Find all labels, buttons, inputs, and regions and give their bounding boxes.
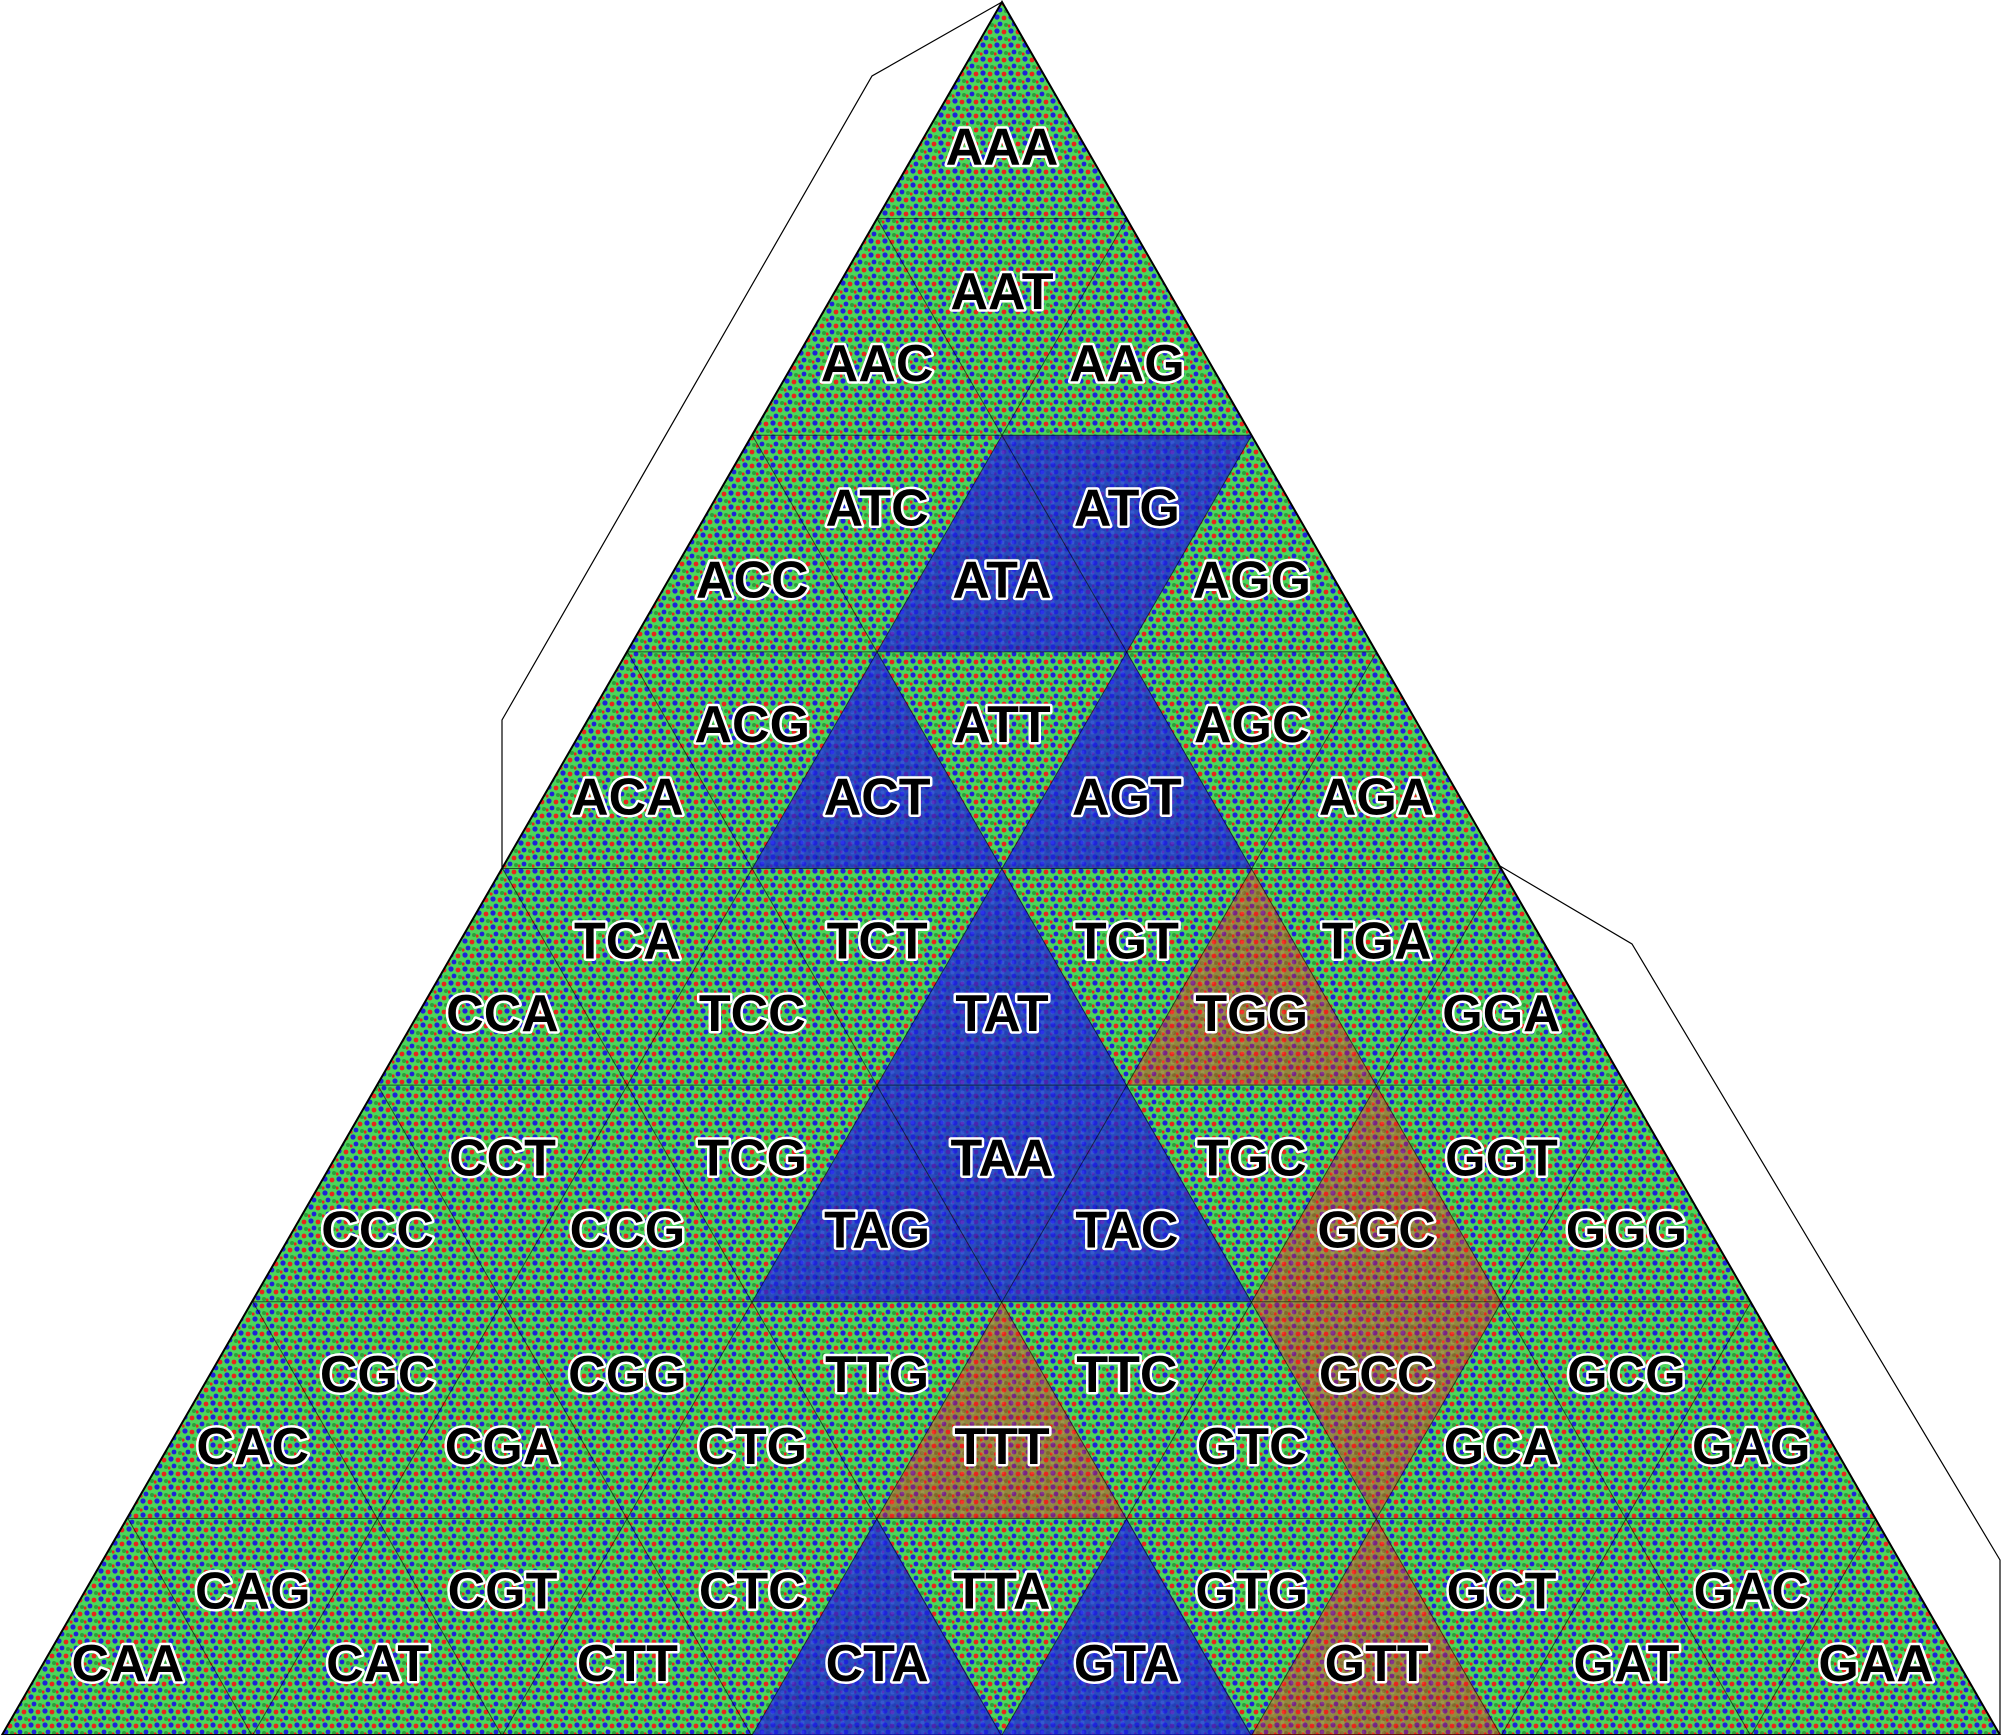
codon-label-ctt: CTT bbox=[577, 1635, 678, 1693]
codon-label-ata: ATA bbox=[952, 552, 1051, 610]
blue-region bbox=[1002, 435, 1252, 652]
codon-label-gcc: GCC bbox=[1319, 1346, 1435, 1404]
codon-label-caa: CAA bbox=[72, 1635, 185, 1693]
blue-region bbox=[1002, 1085, 1252, 1302]
codon-label-atc: ATC bbox=[826, 479, 929, 537]
codon-label-tgg: TGG bbox=[1195, 985, 1308, 1043]
codon-label-cag: CAG bbox=[195, 1563, 311, 1621]
codon-labels: AAA AAT AAC AAG ATC ATG ACC ATA AGG ACG ATT AGC ACA A… bbox=[69, 116, 1936, 1695]
codon-label-ggg: GGG bbox=[1566, 1202, 1687, 1260]
blue-region bbox=[752, 1085, 1002, 1302]
blue-region bbox=[1002, 651, 1252, 869]
grid-line bbox=[1750, 1518, 1877, 1735]
blue-region bbox=[752, 1518, 1002, 1735]
red-region bbox=[1251, 1301, 1502, 1519]
codon-label-gga: GGA bbox=[1442, 985, 1560, 1043]
codon-label-ccc: CCC bbox=[321, 1202, 434, 1260]
codon-label-tat: TAT bbox=[955, 985, 1049, 1043]
codon-label-atg: ATG bbox=[1074, 479, 1180, 537]
codon-label-gct: GCT bbox=[1447, 1563, 1557, 1621]
codon-label-tca: TCA bbox=[574, 913, 681, 971]
codon-label-ttg: TTG bbox=[825, 1346, 929, 1404]
codon-label-ctc: CTC bbox=[699, 1563, 806, 1621]
codon-label-tta: TTA bbox=[953, 1563, 1050, 1621]
codon-label-tac: TAC bbox=[1075, 1202, 1178, 1260]
red-region bbox=[1126, 868, 1377, 1086]
grid-line bbox=[1501, 1301, 1752, 1735]
grid-line bbox=[1251, 1084, 1627, 1735]
codon-label-cgt: CGT bbox=[448, 1563, 558, 1621]
codon-label-cca: CCA bbox=[446, 985, 559, 1043]
codon-label-tag: TAG bbox=[824, 1202, 930, 1260]
codon-label-tgt: TGT bbox=[1075, 913, 1179, 971]
codon-label-aag: AAG bbox=[1069, 335, 1185, 393]
codon-label-gcg: GCG bbox=[1567, 1346, 1685, 1404]
codon-label-tga: TGA bbox=[1322, 913, 1432, 971]
codon-label-ttc: TTC bbox=[1076, 1346, 1177, 1404]
codon-label-gaa: GAA bbox=[1818, 1635, 1934, 1693]
codon-label-cga: CGA bbox=[445, 1418, 561, 1476]
grid-line bbox=[127, 1518, 253, 1735]
codon-label-ggc: GGC bbox=[1317, 1202, 1435, 1260]
codon-label-tct: TCT bbox=[827, 913, 928, 971]
grid-line bbox=[377, 1084, 752, 1735]
codon-label-aac: AAC bbox=[821, 335, 934, 393]
codon-label-gtc: GTC bbox=[1197, 1418, 1307, 1476]
codon-label-ggt: GGT bbox=[1445, 1129, 1558, 1187]
codon-label-gca: GCA bbox=[1444, 1418, 1560, 1476]
codon-label-agg: AGG bbox=[1193, 552, 1311, 610]
red-region bbox=[1251, 1085, 1502, 1302]
codon-label-aga: AGA bbox=[1319, 768, 1435, 826]
grid-line bbox=[626, 651, 1252, 1735]
blue-region bbox=[877, 435, 1127, 652]
codon-label-aaa: AAA bbox=[946, 118, 1059, 176]
codon-label-gat: GAT bbox=[1573, 1635, 1679, 1693]
codon-label-tcc: TCC bbox=[699, 985, 806, 1043]
color-blobs bbox=[752, 435, 1502, 1735]
codon-label-ccg: CCG bbox=[570, 1202, 686, 1260]
blue-region bbox=[1002, 1518, 1252, 1735]
codon-label-cat: CAT bbox=[326, 1635, 429, 1693]
red-region bbox=[1251, 1518, 1502, 1735]
codon-label-tcg: TCG bbox=[697, 1129, 807, 1187]
codon-label-ttt: TTT bbox=[954, 1418, 1050, 1476]
triangle-grid bbox=[127, 218, 1877, 1735]
grid-line bbox=[1001, 868, 1502, 1735]
grid-line bbox=[876, 218, 1751, 1735]
codon-label-agt: AGT bbox=[1072, 768, 1182, 826]
blue-region bbox=[877, 1085, 1127, 1302]
codon-label-ctg: CTG bbox=[697, 1418, 807, 1476]
codon-label-agc: AGC bbox=[1194, 696, 1310, 754]
codon-label-tgc: TGC bbox=[1197, 1129, 1307, 1187]
codon-label-act: ACT bbox=[824, 768, 931, 826]
codon-label-cct: CCT bbox=[449, 1129, 556, 1187]
codon-label-cac: CAC bbox=[196, 1418, 309, 1476]
blue-region bbox=[752, 651, 1002, 869]
codon-label-gta: GTA bbox=[1074, 1635, 1180, 1693]
grid-line bbox=[252, 1301, 502, 1735]
codon-label-gag: GAG bbox=[1692, 1418, 1810, 1476]
codon-label-gac: GAC bbox=[1693, 1563, 1809, 1621]
shadow-outline bbox=[501, 1, 1003, 868]
codon-label-gtg: GTG bbox=[1195, 1563, 1308, 1621]
grid-line bbox=[252, 218, 1128, 1735]
codon-label-taa: TAA bbox=[950, 1129, 1053, 1187]
codon-label-att: ATT bbox=[953, 696, 1050, 754]
codon-label-aca: ACA bbox=[571, 768, 684, 826]
codon-label-acg: ACG bbox=[694, 696, 810, 754]
shadow-outline-right bbox=[1499, 865, 2001, 1735]
grid-line bbox=[502, 868, 1002, 1735]
codon-label-cgg: CGG bbox=[568, 1346, 686, 1404]
codon-label-aat: AAT bbox=[950, 263, 1053, 321]
codon-label-cgc: CGC bbox=[320, 1346, 436, 1404]
grid-line bbox=[751, 651, 1378, 1735]
blue-region bbox=[877, 868, 1127, 1086]
codon-label-cta: CTA bbox=[826, 1635, 929, 1693]
red-region bbox=[877, 1301, 1127, 1519]
codon-label-acc: ACC bbox=[696, 552, 809, 610]
codon-label-gtt: GTT bbox=[1325, 1635, 1429, 1693]
